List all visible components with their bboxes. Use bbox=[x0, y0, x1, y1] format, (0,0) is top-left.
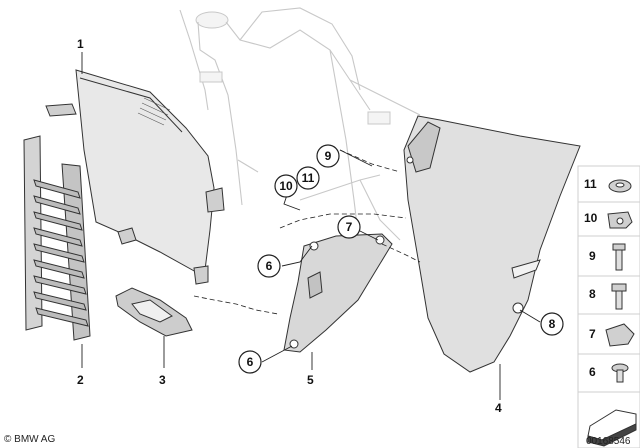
part-5-lower-fairing bbox=[283, 233, 393, 353]
callout-7: 7 bbox=[337, 215, 361, 239]
assembly-dashed-lines bbox=[193, 149, 421, 315]
callout-label: 11 bbox=[302, 171, 315, 185]
copyright: © BMW AG bbox=[4, 434, 55, 445]
louvers bbox=[33, 179, 89, 327]
doc-id: 00168546 bbox=[586, 436, 631, 447]
callout-9: 9 bbox=[316, 144, 340, 168]
legend-num: 9 bbox=[589, 249, 596, 263]
callout-8: 8 bbox=[540, 312, 564, 336]
fastener-legend: 11 10 9 8 7 6 bbox=[577, 165, 640, 448]
legend-item-9: 9 bbox=[589, 243, 626, 271]
legend-item-10: 10 bbox=[584, 211, 633, 229]
part-1-radiator-cover bbox=[45, 69, 225, 285]
legend-num: 10 bbox=[584, 211, 598, 225]
callout-1: 1 bbox=[77, 37, 84, 51]
legend-item-6: 6 bbox=[589, 363, 629, 383]
ghost-frame bbox=[179, 7, 421, 251]
callout-11: 11 bbox=[296, 166, 320, 190]
screw-icon bbox=[612, 243, 626, 251]
callout-3: 3 bbox=[159, 373, 166, 387]
callout-label: 9 bbox=[325, 149, 332, 163]
callout-10: 10 bbox=[274, 174, 298, 198]
legend-num: 6 bbox=[589, 365, 596, 379]
legend-num: 8 bbox=[589, 287, 596, 301]
legend-num: 7 bbox=[589, 327, 596, 341]
legend-item-7: 7 bbox=[589, 323, 635, 347]
mesh-grille bbox=[137, 97, 171, 126]
callout-label: 3 bbox=[159, 373, 166, 387]
callout-label: 6 bbox=[266, 259, 273, 273]
callout-2: 2 bbox=[77, 373, 84, 387]
callout-label: 7 bbox=[346, 220, 353, 234]
part-3-bracket bbox=[115, 287, 193, 337]
callout-label: 6 bbox=[247, 355, 254, 369]
callout-label: 10 bbox=[279, 179, 293, 193]
callout-4: 4 bbox=[495, 401, 502, 415]
arrow-symbol bbox=[587, 409, 637, 447]
legend-item-11: 11 bbox=[584, 177, 632, 193]
legend-num: 11 bbox=[584, 177, 597, 191]
spring-nut-icon bbox=[605, 323, 635, 347]
callout-label: 4 bbox=[495, 401, 502, 415]
callout-label: 2 bbox=[77, 373, 84, 387]
callout-6-lower: 6 bbox=[238, 350, 262, 374]
callout-5: 5 bbox=[307, 373, 314, 387]
bolt-icon bbox=[611, 283, 627, 292]
legend-item-8: 8 bbox=[589, 283, 627, 310]
part-2-louvered-grille bbox=[23, 135, 91, 341]
callout-label: 8 bbox=[549, 317, 556, 331]
callout-6-upper: 6 bbox=[257, 254, 281, 278]
callout-label: 5 bbox=[307, 373, 314, 387]
callout-label: 1 bbox=[77, 37, 84, 51]
